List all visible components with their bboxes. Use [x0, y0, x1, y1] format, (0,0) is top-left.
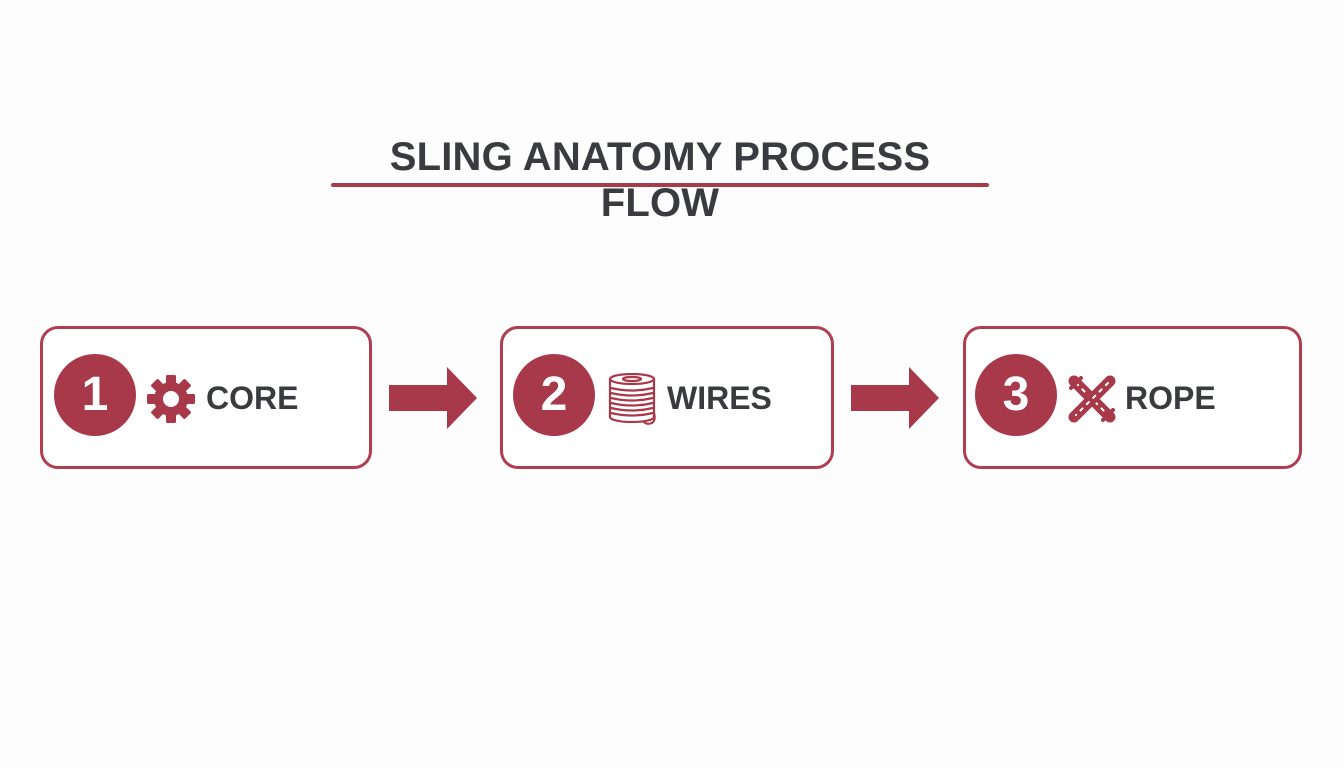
arrow-right-icon	[851, 367, 939, 429]
step-core: 1 CORE	[40, 326, 372, 469]
twisted-rope-icon	[1068, 375, 1116, 423]
title-underline	[331, 183, 989, 187]
gear-icon	[147, 375, 195, 423]
step-label: CORE	[206, 380, 299, 416]
step-number-badge: 2	[513, 354, 595, 436]
diagram-title: SLING ANATOMY PROCESS FLOW	[389, 135, 931, 225]
arrow-right-icon	[389, 367, 477, 429]
step-label: ROPE	[1125, 380, 1216, 416]
step-wires: 2 WIRES	[500, 326, 834, 469]
step-label: WIRES	[667, 380, 772, 416]
step-number-badge: 1	[54, 354, 136, 436]
step-rope: 3 ROPE	[963, 326, 1302, 469]
wire-spool-icon	[608, 373, 656, 425]
step-number-badge: 3	[975, 354, 1057, 436]
